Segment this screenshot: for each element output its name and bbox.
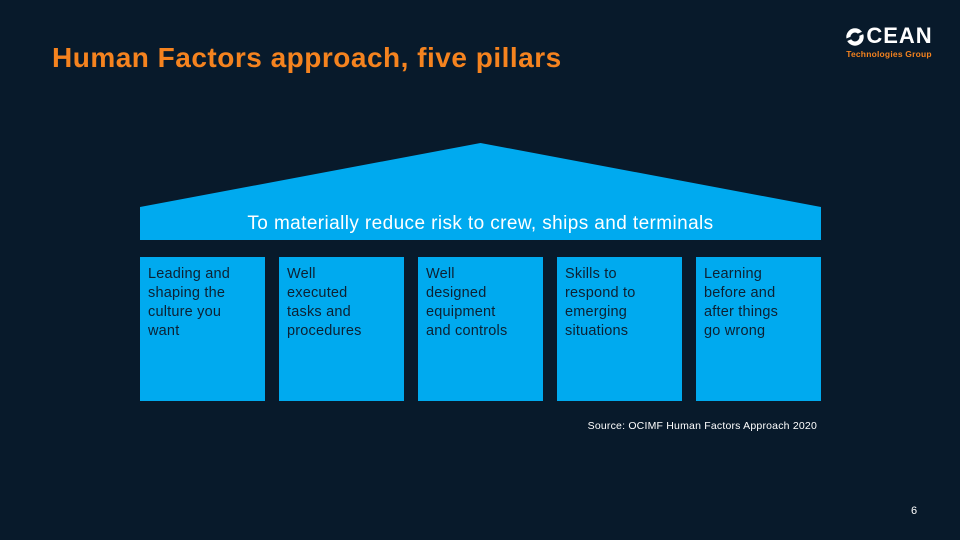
- slide-title: Human Factors approach, five pillars: [52, 42, 562, 73]
- pillar-tasks: Well executed tasks and procedures: [279, 257, 404, 401]
- source-citation: Source: OCIMF Human Factors Approach 202…: [587, 420, 817, 432]
- logo-wordmark: CEAN: [841, 25, 937, 47]
- ocean-logo: CEAN Technologies Group: [841, 25, 937, 59]
- pillar-label: Learning before and after things go wron…: [704, 266, 779, 339]
- pillar-skills: Skills to respond to emerging situations: [557, 257, 682, 401]
- roof-shape: To materially reduce risk to crew, ships…: [140, 143, 821, 240]
- pillar-label: Leading and shaping the culture you want: [148, 266, 231, 339]
- ocean-wave-o-icon: [845, 26, 866, 46]
- pillar-label: Skills to respond to emerging situations: [565, 266, 636, 339]
- roof-polygon: [140, 143, 821, 240]
- page-number: 6: [911, 505, 918, 517]
- pillar-equipment: Well designed equipment and controls: [418, 257, 543, 401]
- logo-subtitle: Technologies Group: [846, 49, 932, 59]
- pillar-label: Well designed equipment and controls: [426, 266, 508, 339]
- pillar-culture: Leading and shaping the culture you want: [140, 257, 265, 401]
- logo-wordmark-text: CEAN: [866, 23, 933, 48]
- pillar-label: Well executed tasks and procedures: [287, 266, 362, 339]
- pillars-row: Leading and shaping the culture you want…: [140, 257, 821, 401]
- pillar-learning: Learning before and after things go wron…: [696, 257, 821, 401]
- roof-label: To materially reduce risk to crew, ships…: [247, 213, 714, 234]
